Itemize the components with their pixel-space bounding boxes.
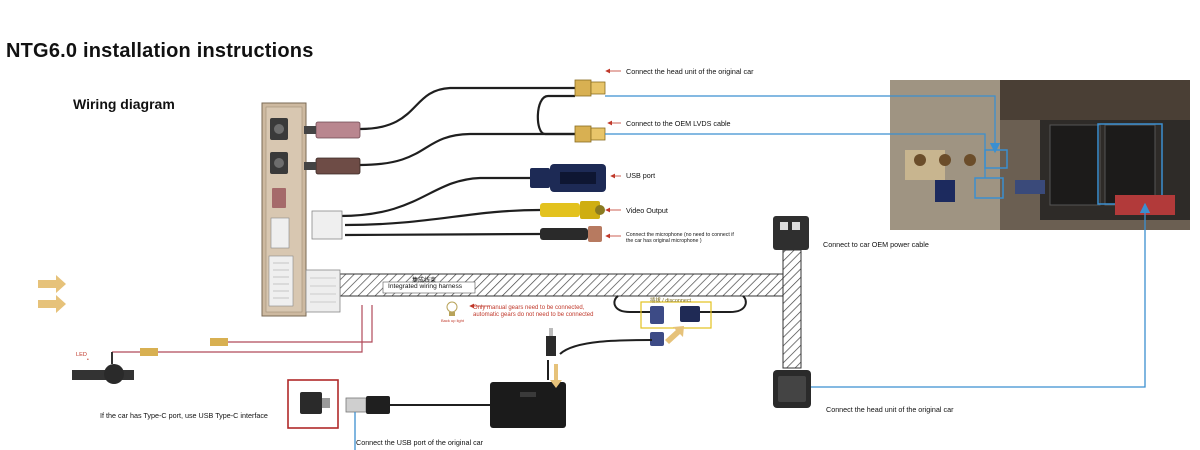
bulb-icon [446,301,458,316]
usb-plug [345,396,390,414]
label-oem-power: Connect to car OEM power cable [823,240,929,249]
disconnect-cable [613,295,747,313]
label-usb-original: Connect the USB port of the original car [356,438,484,447]
usb-port-connector [530,164,606,192]
type-c-adapter-box [287,379,339,429]
label-back-up-light: Back up light [441,318,464,323]
label-led: LED [76,352,87,358]
rear-camera [72,352,134,384]
label-microphone: Connect the microphone (no need to conne… [626,232,734,244]
head-unit-connector-bottom [773,370,811,408]
fakra-connector-brown [304,157,361,175]
audio-plug [546,328,556,356]
label-video-output: Video Output [626,206,668,215]
label-head-unit-bottom: Connect the head unit of the original ca… [826,405,954,414]
label-manual-gears-2: automatic gears do not need to be connec… [473,312,594,318]
page-title: NTG6.0 installation instructions [6,40,314,62]
white-plug-small [311,210,343,240]
disconnect-plugs [650,306,700,346]
gold-pointers [550,326,684,388]
rca-video-connector [540,201,605,219]
interface-module [261,102,307,317]
usb-cables [390,339,653,406]
blue-arrows [354,95,1151,450]
usb-hub-box [490,382,566,428]
fakra-connector-pink [304,121,361,139]
label-usb-port: USB port [626,171,656,180]
label-harness-en: Integrated wiring harness [388,283,463,290]
gold-arrows [38,275,66,313]
main-white-plug [305,269,341,313]
oem-power-connector [773,216,809,250]
yellow-connector-lvds [574,125,606,143]
label-harness-cn: 集成线束 [412,278,437,284]
label-type-c: If the car has Type-C port, use USB Type… [100,411,268,420]
label-manual-gears-1: Only manual gears need to be connected, [473,305,585,311]
section-title: Wiring diagram [73,96,175,112]
yellow-connector-head-unit [574,79,606,97]
camera-connectors [140,338,228,356]
label-oem-lvds: Connect to the OEM LVDS cable [626,119,731,128]
cables [339,86,575,237]
microphone-jack-connector [540,226,602,242]
integrated-harness [339,249,802,369]
label-arrows-red [605,68,621,239]
camera-wiring [112,305,373,353]
label-disconnect: 插拔 / disconnect [650,298,692,304]
led-mark: • [87,357,89,363]
label-head-unit-top: Connect the head unit of the original ca… [626,67,754,76]
